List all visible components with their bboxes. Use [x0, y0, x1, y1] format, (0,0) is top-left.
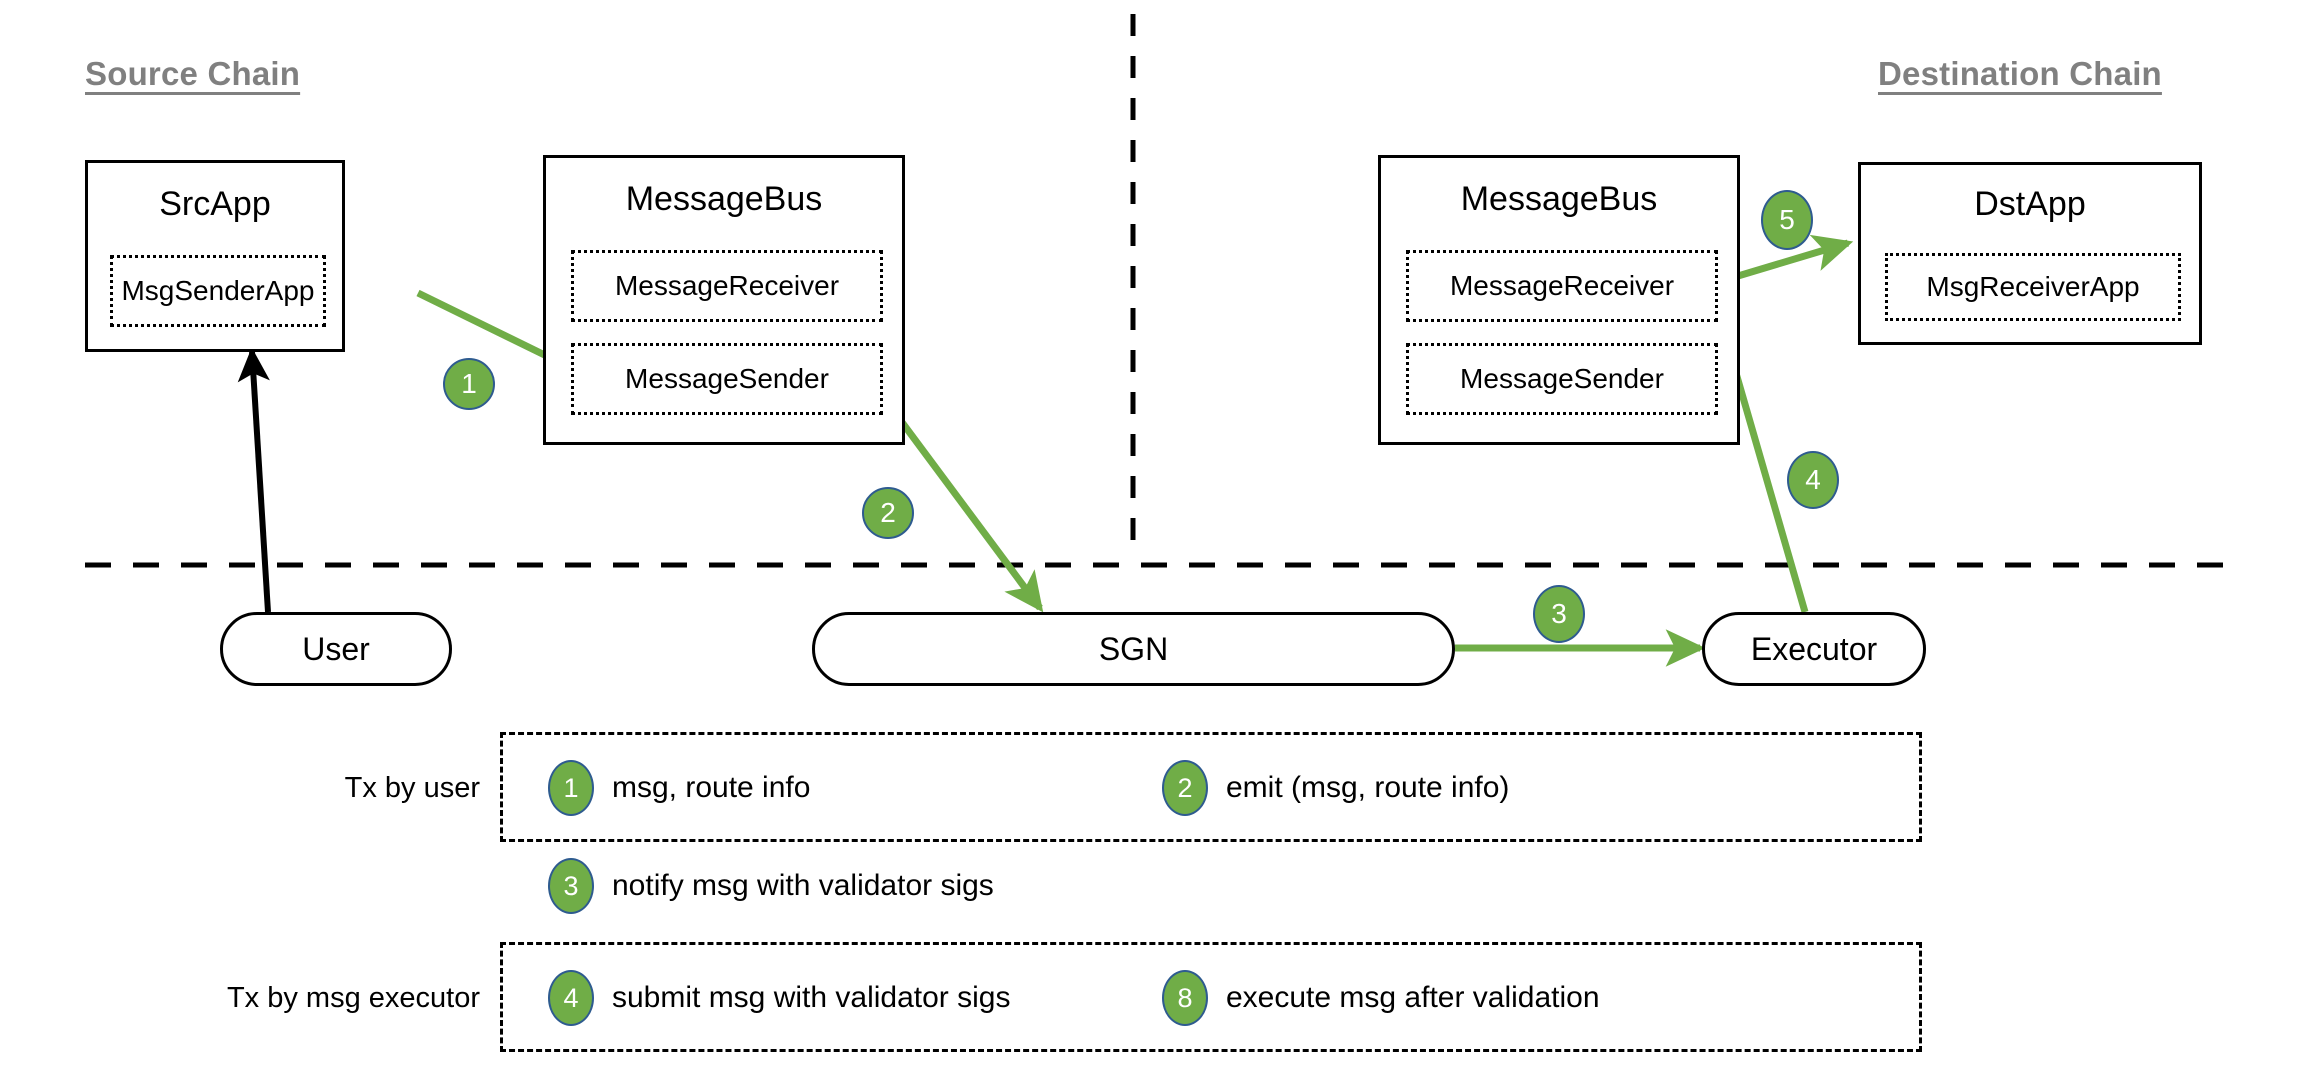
flow-badge-3[interactable]: 3 [1533, 585, 1585, 643]
dst-messagebus-messagesender[interactable]: MessageSender [1406, 343, 1718, 415]
srcapp-msgsenderapp[interactable]: MsgSenderApp [110, 255, 326, 327]
src-messagebus-messagesender[interactable]: MessageSender [571, 343, 883, 415]
src-messagebus-title: MessageBus [625, 180, 823, 218]
node-srcapp[interactable]: SrcApp MsgSenderApp [85, 160, 345, 352]
legend-badge-4: 4 [548, 970, 594, 1026]
legend-label-tx-by-msg-executor: Tx by msg executor [226, 982, 480, 1014]
legend-badge-2: 2 [1162, 760, 1208, 816]
legend-item-1[interactable]: 1 msg, route info [548, 760, 810, 816]
arrow-user-to-srcapp [237, 347, 271, 613]
dst-messagebus-messagesender-label: MessageSender [1460, 363, 1664, 394]
dst-messagebus-messagereceiver[interactable]: MessageReceiver [1406, 250, 1718, 322]
node-sgn[interactable]: SGN [812, 612, 1455, 686]
src-messagebus-messagereceiver[interactable]: MessageReceiver [571, 250, 883, 322]
legend-text-2: emit (msg, route info) [1226, 771, 1510, 804]
executor-label: Executor [1750, 630, 1878, 667]
flow-badge-1[interactable]: 1 [443, 358, 495, 410]
srcapp-msgsenderapp-label: MsgSenderApp [121, 275, 315, 306]
legend-label-tx-by-user: Tx by user [344, 772, 480, 804]
flow-badge-4[interactable]: 4 [1787, 451, 1839, 509]
legend-item-2[interactable]: 2 emit (msg, route info) [1162, 760, 1509, 816]
flow-badge-2[interactable]: 2 [862, 487, 914, 539]
legend-band-user-tx [500, 732, 1922, 842]
src-messagebus-messagesender-label: MessageSender [625, 363, 829, 394]
user-label: User [302, 630, 370, 667]
legend-item-8[interactable]: 8 execute msg after validation [1162, 970, 1600, 1026]
dst-messagebus-messagereceiver-label: MessageReceiver [1449, 270, 1675, 301]
destination-chain-title: Destination Chain [1878, 55, 2162, 92]
legend-text-3: notify msg with validator sigs [612, 869, 994, 902]
node-dst-messagebus[interactable]: MessageBus MessageReceiver MessageSender [1378, 155, 1740, 445]
dstapp-title: DstApp [1974, 185, 2086, 223]
flow-badge-5[interactable]: 5 [1761, 190, 1813, 250]
source-chain-title: Source Chain [85, 55, 301, 92]
src-messagebus-messagereceiver-label: MessageReceiver [614, 270, 840, 301]
node-dstapp[interactable]: DstApp MsgReceiverApp [1858, 162, 2202, 345]
node-src-messagebus[interactable]: MessageBus MessageReceiver MessageSender [543, 155, 905, 445]
legend-text-4: submit msg with validator sigs [612, 981, 1011, 1014]
dstapp-msgreceiverapp-label: MsgReceiverApp [1926, 271, 2140, 302]
node-executor[interactable]: Executor [1702, 612, 1926, 686]
legend-band-executor-tx [500, 942, 1922, 1052]
dst-messagebus-title: MessageBus [1460, 180, 1658, 218]
legend-badge-3: 3 [548, 858, 594, 914]
dstapp-msgreceiverapp[interactable]: MsgReceiverApp [1885, 253, 2181, 321]
legend-badge-8: 8 [1162, 970, 1208, 1026]
node-user[interactable]: User [220, 612, 452, 686]
legend-item-4[interactable]: 4 submit msg with validator sigs [548, 970, 1010, 1026]
legend-text-1: msg, route info [612, 771, 811, 804]
srcapp-title: SrcApp [159, 185, 271, 223]
legend-badge-1: 1 [548, 760, 594, 816]
legend-text-8: execute msg after validation [1226, 981, 1600, 1014]
sgn-label: SGN [1098, 630, 1169, 667]
legend-item-3[interactable]: 3 notify msg with validator sigs [548, 858, 994, 914]
